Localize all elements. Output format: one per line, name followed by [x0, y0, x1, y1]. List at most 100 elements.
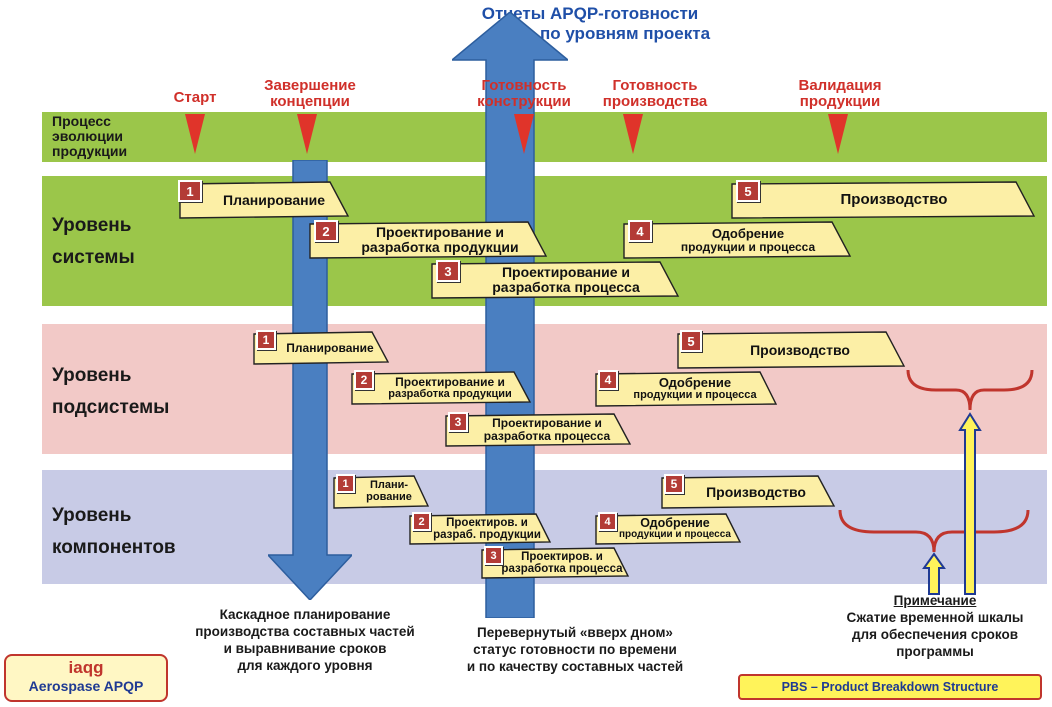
diagram-title: Отчеты APQP-готовности по уровням проект…	[440, 4, 740, 44]
label-line: Уровень	[52, 505, 132, 526]
box-shape	[179, 181, 350, 219]
step-badge: 5	[680, 330, 702, 352]
box-text: Производство	[732, 182, 1034, 218]
caption-line: программы	[896, 644, 974, 659]
box-line: разработка процесса	[501, 563, 623, 575]
milestone-line: Валидация	[798, 77, 882, 94]
box-shape	[731, 181, 1036, 219]
milestone-production-label: Готовность производства	[590, 78, 720, 110]
box-text: Производство	[662, 476, 834, 508]
inverted-status-caption: Перевернутый «вверх дном» статус готовно…	[440, 624, 710, 675]
box-line: Производство	[750, 341, 850, 358]
box-line: Плани-	[369, 479, 409, 492]
box-shape	[481, 547, 630, 579]
label-process-evolution: Процесс эволюции продукции	[52, 114, 127, 159]
caption-line: и по качеству составных частей	[466, 659, 684, 674]
box-text: Производство	[678, 332, 904, 368]
caption-line: статус готовности по времени	[473, 642, 677, 657]
box-line: продукции и процесса	[619, 529, 731, 541]
step-number: 3	[454, 415, 462, 429]
box-shape	[677, 331, 906, 369]
box-line: продукции и процесса	[680, 239, 816, 254]
band-process-evolution	[42, 112, 1047, 162]
milestone-line: Готовность	[481, 77, 567, 94]
step-number: 3	[490, 549, 497, 562]
subsystem-box-5: Производство 5	[677, 330, 906, 369]
cascade-caption: Каскадное планирование производства сост…	[165, 606, 445, 674]
milestone-line: конструкции	[477, 93, 571, 110]
title-line-1: Отчеты APQP-готовности	[481, 4, 699, 23]
box-line: разработка продукции	[361, 239, 519, 255]
brand-subtitle: Aerospase APQP	[28, 678, 144, 694]
component-compression-brace	[838, 509, 1030, 553]
component-box-5: Производство 5	[661, 474, 836, 509]
milestone-validation-marker	[828, 114, 848, 154]
step-number: 4	[604, 373, 612, 387]
step-badge: 1	[178, 180, 202, 202]
box-line: Проектиров. и	[521, 550, 603, 563]
box-shape	[595, 371, 778, 407]
step-badge: 2	[354, 370, 374, 390]
step-badge: 4	[598, 370, 618, 390]
box-line: Производство	[706, 483, 806, 500]
title-line-2: по уровням проекта	[539, 24, 711, 43]
box-shape	[309, 221, 548, 259]
box-shape	[595, 513, 742, 545]
box-shape	[409, 513, 552, 545]
caption-line: для каждого уровня	[237, 658, 373, 673]
label-line: системы	[52, 247, 135, 268]
step-number: 2	[418, 515, 425, 528]
milestone-start-marker	[185, 114, 205, 154]
step-badge: 5	[664, 474, 684, 494]
step-badge: 1	[256, 330, 276, 350]
box-line: Проектиров. и	[446, 516, 528, 529]
box-text: Планирование	[180, 182, 348, 218]
box-line: Планирование	[286, 340, 374, 355]
caption-line: производства составных частей	[195, 624, 415, 639]
box-line: разработка процесса	[483, 429, 611, 443]
box-text: Планирование	[254, 332, 388, 364]
step-number: 2	[322, 223, 330, 239]
note-title: Примечание	[893, 593, 977, 608]
step-badge: 3	[484, 546, 503, 565]
caption-line: и выравнивание сроков	[223, 641, 387, 656]
milestone-line: концепции	[270, 93, 350, 110]
step-number: 5	[670, 477, 678, 491]
box-shape	[351, 371, 532, 405]
milestone-concept-marker	[297, 114, 317, 154]
box-shape	[253, 331, 390, 365]
milestone-line: продукции	[799, 93, 881, 110]
step-badge: 3	[448, 412, 468, 432]
box-line: Производство	[840, 191, 948, 209]
box-line: продукции и процесса	[633, 389, 757, 402]
label-line: компонентов	[52, 537, 176, 558]
label-line: подсистемы	[52, 397, 170, 418]
label-system-level: Уровень системы	[52, 210, 135, 274]
readiness-up-arrow	[452, 12, 568, 618]
step-badge: 2	[412, 512, 431, 531]
box-line: разработка продукции	[388, 387, 512, 400]
milestone-design-marker	[514, 114, 534, 154]
milestone-concept-label: Завершение концепции	[250, 78, 370, 110]
box-shape	[431, 261, 680, 299]
caption-line: Сжатие временной шкалы	[846, 610, 1024, 625]
brand-name: iaqg	[68, 658, 104, 677]
iaqg-brand-box: iaqg Aerospase APQP	[4, 654, 168, 702]
box-line: Одобрение	[658, 375, 732, 391]
box-line: Планирование	[223, 191, 325, 208]
step-badge: 1	[336, 474, 355, 493]
caption-line: Перевернутый «вверх дном»	[477, 625, 673, 640]
box-shape	[445, 413, 632, 447]
step-number: 5	[687, 333, 695, 349]
caption-line: Каскадное планирование	[219, 607, 391, 622]
box-line: рование	[366, 491, 412, 503]
